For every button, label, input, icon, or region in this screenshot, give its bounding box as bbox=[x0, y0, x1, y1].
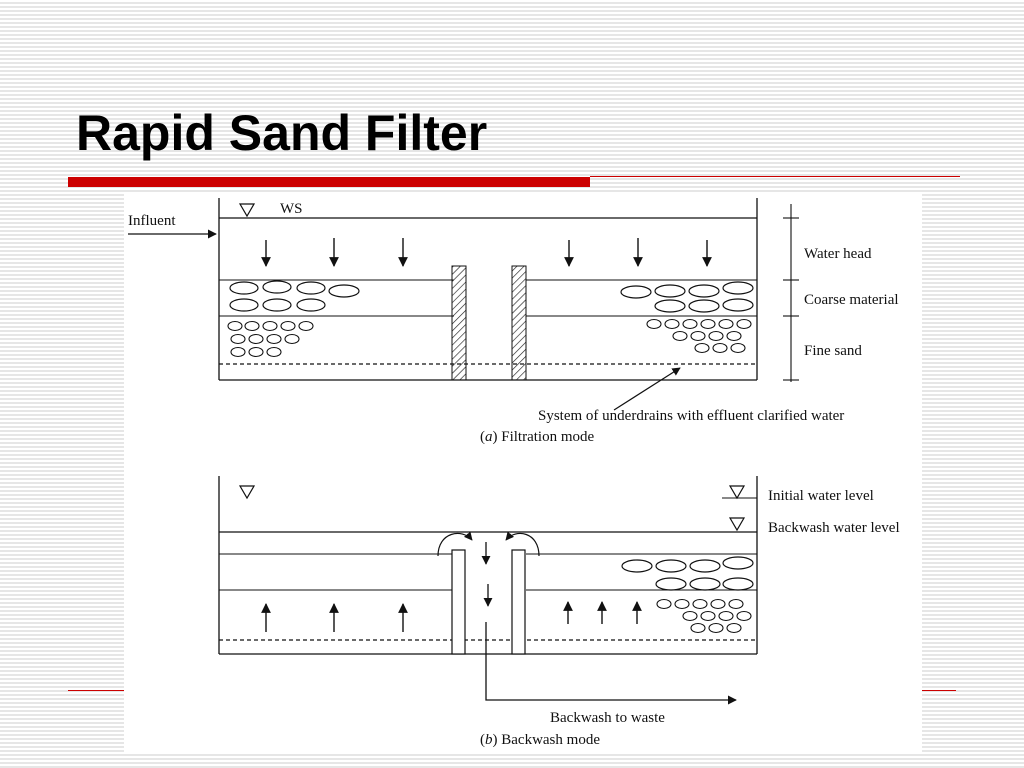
left-gullet-wall bbox=[451, 265, 467, 381]
upflow-arrows bbox=[261, 601, 642, 632]
backwash-gullet bbox=[451, 549, 526, 655]
footer-divider-right bbox=[922, 690, 956, 691]
initial-level-symbol-left bbox=[238, 485, 256, 500]
coarse-material-grains bbox=[229, 280, 754, 313]
slide-title: Rapid Sand Filter bbox=[76, 105, 488, 161]
media-layer-lines bbox=[219, 279, 757, 317]
expanded-coarse-grains bbox=[621, 556, 754, 591]
water-head-label: Water head bbox=[804, 246, 872, 262]
filtration-mode-diagram: WS Influent bbox=[128, 198, 899, 445]
backwash-to-waste-label: Backwash to waste bbox=[550, 710, 665, 726]
underdrain-pointer-arrow bbox=[613, 367, 681, 411]
filtration-caption-text: Filtration mode bbox=[501, 429, 594, 445]
filter-tank-walls bbox=[218, 198, 758, 381]
downflow-arrows bbox=[261, 238, 712, 267]
backwash-tank-walls bbox=[218, 476, 758, 655]
influent-label: Influent bbox=[128, 213, 176, 229]
waste-outlet-arrow bbox=[485, 622, 737, 705]
rapid-sand-filter-diagram: WS Influent bbox=[124, 192, 922, 754]
initial-water-level-label: Initial water level bbox=[768, 488, 874, 504]
fine-sand-grains bbox=[227, 318, 752, 358]
backwash-level-symbol bbox=[728, 517, 746, 532]
backwash-mode-caption: (b) Backwash mode bbox=[480, 732, 600, 748]
backwash-water-level-label: Backwash water level bbox=[768, 520, 900, 536]
footer-divider-left bbox=[68, 690, 126, 691]
filtration-mode-caption: (a) Filtration mode bbox=[480, 429, 595, 445]
title-accent-bar bbox=[68, 177, 590, 187]
backwash-caption-text: Backwash mode bbox=[501, 732, 600, 748]
ws-label: WS bbox=[280, 201, 303, 217]
right-gullet-wall bbox=[511, 265, 527, 381]
title-divider-line bbox=[590, 176, 960, 177]
backwash-caption-letter: b bbox=[485, 732, 493, 748]
depth-dimension-bar bbox=[783, 204, 799, 382]
water-surface-symbol bbox=[238, 203, 256, 218]
filtration-caption-letter: a bbox=[485, 429, 493, 445]
overflow-arrows bbox=[437, 531, 540, 557]
backwash-mode-diagram: Initial water level Backwash water level… bbox=[218, 476, 900, 748]
underdrain-label: System of underdrains with effluent clar… bbox=[538, 408, 844, 424]
coarse-material-label: Coarse material bbox=[804, 292, 899, 308]
backwash-media-lines bbox=[219, 553, 757, 591]
fine-sand-label: Fine sand bbox=[804, 343, 862, 359]
initial-level-symbol-right bbox=[728, 485, 746, 500]
expanded-sand-grains bbox=[656, 598, 752, 634]
